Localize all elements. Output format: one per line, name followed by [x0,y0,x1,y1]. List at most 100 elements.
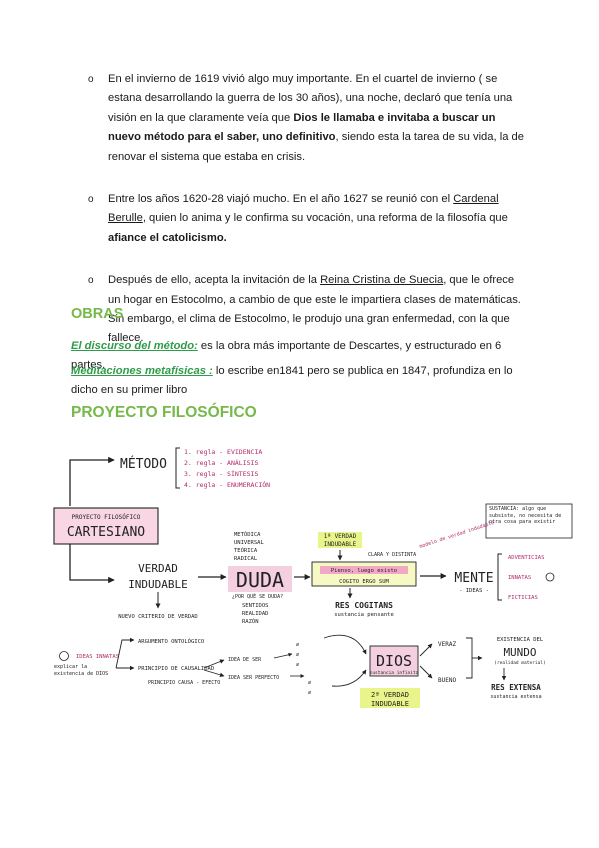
dios-label: DIOS [376,652,412,670]
obra-meditaciones: Meditaciones metafísicas : lo escribe en… [71,362,531,401]
ideas-innatas-label: IDEAS INNATAS [76,654,119,660]
idea-type: ADVENTICIAS [508,555,544,561]
bullet-text: , siendo esta la tarea de su vida, la de… [108,131,524,163]
bullet-text: Después de ello, acepta la invitación de… [108,274,321,287]
link-ser-marks [273,652,293,659]
idea-ser-label: IDEA DE SER [228,657,262,663]
duda-attr: RADICAL [234,556,258,562]
veraz-label: VERAZ [438,641,456,648]
dios-box [369,645,419,677]
primera-verdad-label: 1ª VERDAD [324,533,357,540]
empty-set-icon: ∅ [296,652,299,658]
proyecto-filosofico-heading: PROYECTO FILOSÓFICO [71,404,257,421]
cartesiano-box [53,507,159,545]
sentido-item: REALIDAD [242,611,269,617]
duda-attr: METÓDICA [234,531,261,538]
bullet-text: , que le ofrece un hogar en Estocolmo, a… [108,274,521,345]
existencia-label: EXISTENCIA DEL [497,637,544,643]
bullet-underlined-text: Reina Cristina de Suecia [320,274,444,287]
bullet-circle-icon: o [88,275,94,287]
link-idea-perfecto [203,669,225,677]
cogito-label: COGITO ERGO SUM [339,579,389,585]
modelo-label: modelo de verdad indudable [419,520,495,550]
regla-4: 4. regla - ENUMERACIÓN [184,480,270,489]
link-to-dios-top [323,634,367,655]
bullet-bold-text: afiance el catolicismo. [108,231,227,244]
link-idea-ser [203,659,225,669]
primera-verdad-indudable: INDUDABLE [324,541,357,548]
obra-description: es la obra más importante de Descartes, … [71,340,502,372]
regla-3: 3. regla - SÍNTESIS [184,469,258,478]
empty-set-icon: ∅ [308,690,311,696]
segunda-verdad-indudable: INDUDABLE [371,700,409,708]
bueno-label: BUENO [438,677,456,684]
empty-set-icon: ∅ [308,680,311,686]
pienso-highlight [320,566,408,574]
sentido-item: SENTIDOS [242,603,269,609]
obra-title: El discurso del método: [71,340,198,352]
res-cogitans-label: RES COGITANS [335,601,393,610]
link-to-dios-bottom [331,669,367,687]
empty-set-icon: ∅ [296,662,299,668]
sustancia-pensante-label: sustancia pensante [334,612,394,618]
obra-discurso: El discurso del método: es la obra más i… [71,337,531,376]
nuevo-criterio-label: NUEVO CRITERIO DE VERDAD [118,614,197,620]
causa-efecto-label: PRINCIPIO CAUSA - EFECTO [148,680,220,686]
clara-distinta-label: CLARA Y DISTINTA [368,552,416,558]
sustancia-note: SUSTANCIA: algo que subsiste, no necesit… [489,506,562,525]
duda-label: DUDA [236,568,284,592]
metodo-label: MÉTODO [120,456,167,472]
sentido-item: RAZÓN [242,618,259,625]
number-badge-icon [59,651,69,661]
regla-2: 2. regla - ANÁLISIS [184,458,258,467]
bullet-text: , quien lo anima y le confirma su vocaci… [142,212,508,225]
biography-bullet-list: o En el invierno de 1619 vivió algo muy … [88,70,528,372]
bullet-text: En el invierno de 1619 vivió algo muy im… [108,73,513,124]
idea-type: FICTICIAS [508,595,538,601]
concept-map: MÉTODO 1. regla - EVIDENCIA 2. regla - A… [28,432,580,710]
empty-set-icon: ∅ [296,642,299,648]
mundo-label: MUNDO [503,646,536,659]
regla-1: 1. regla - EVIDENCIA [184,448,262,456]
realidad-material-label: (realidad material) [494,660,545,666]
indudable-label: INDUDABLE [128,578,188,591]
ideas-label: - IDEAS - [459,588,489,594]
reglas-brace [175,447,180,489]
sustancia-note-wrap: SUSTANCIA: algo que subsiste, no necesit… [489,506,562,525]
sustancia-infinita-label: sustancia infinita [370,670,419,676]
bullet-circle-icon: o [88,194,94,206]
bullet-circle-icon: o [88,74,94,85]
sustancia-note-box [485,503,573,539]
link-bueno [419,665,433,679]
concept-map-svg: MÉTODO 1. regla - EVIDENCIA 2. regla - A… [53,447,573,708]
bullet-vision: o En el invierno de 1619 vivió algo muy … [88,70,528,167]
bullet-underlined-text: Cardenal Berulle [108,193,499,225]
duda-highlight [228,566,292,592]
link-argumento [115,637,135,669]
bullet-sweden: o Después de ello, acepta la invitación … [88,271,528,349]
segunda-verdad-highlight [360,688,420,708]
bullet-travels: o Entre los años 1620-28 viajó mucho. En… [88,190,528,248]
segunda-verdad-label: 2ª VERDAD [371,691,409,699]
primera-verdad-highlight [318,532,362,548]
idea-perfecto-label: IDEA SER PERFECTO [228,675,279,681]
mente-label: MENTE [454,571,493,586]
argumento-label: ARGUMENTO ONTOLÓGICO [138,638,204,645]
proyecto-small-label: PROYECTO FILOSÓFICO [72,514,141,521]
idea-type: INNATAS [508,575,531,581]
obra-description: lo escribe en1841 pero se publica en 184… [71,365,513,397]
obra-title: Meditaciones metafísicas : [71,365,213,377]
obras-heading: OBRAS [71,306,124,322]
verdad-label: VERDAD [138,562,178,575]
bullet-text: Entre los años 1620-28 viajó mucho. En e… [108,193,454,206]
link-metodo [69,456,115,506]
explicar-wrap: explicar la existencia de DIOS [54,664,109,677]
por-que-label: ¿POR QUÉ SE DUDA? [232,592,283,600]
ideas-brace [497,553,502,601]
duda-attr: UNIVERSAL [234,540,264,546]
res-extensa-label: RES EXTENSA [491,683,541,692]
duda-attr: TEÓRICA [234,547,258,554]
causalidad-label: PRINCIPIO DE CAUSALIDAD [138,666,214,672]
link-verdad [69,544,115,584]
explicar-dios-label: explicar la existencia de DIOS [54,664,109,677]
